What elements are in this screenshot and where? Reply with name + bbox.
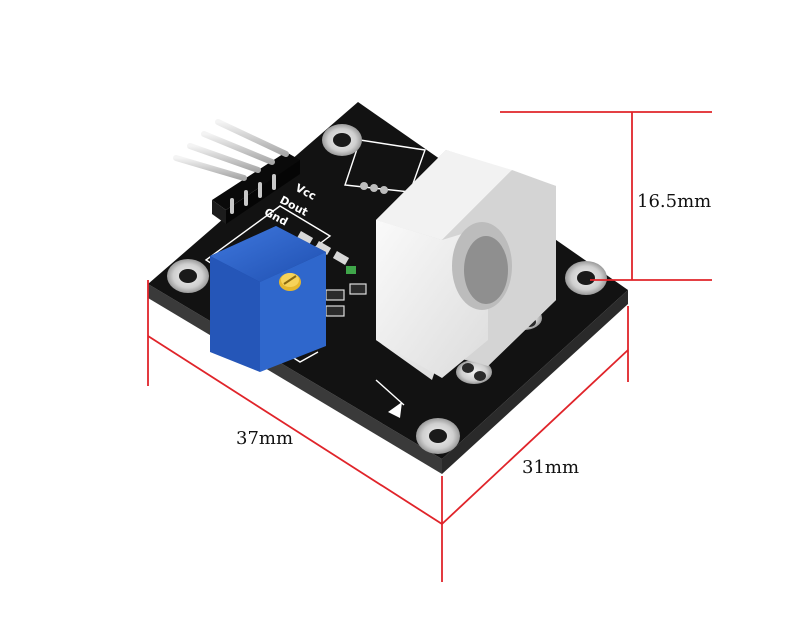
header-pins — [173, 119, 289, 214]
dimension-width-label: 31mm — [522, 457, 580, 478]
dimension-lines — [147, 111, 712, 582]
pcb-edge-right — [442, 290, 628, 474]
smd-components — [296, 231, 367, 317]
arrow-marker-bottom — [388, 402, 402, 418]
pot-top — [210, 226, 326, 282]
dimension-length-label: 37mm — [236, 428, 294, 449]
dim-line-width — [441, 349, 629, 525]
mounting-hole-left — [167, 259, 209, 293]
mounting-hole-top — [322, 124, 362, 156]
mounting-holes — [167, 124, 607, 454]
pot-adjust-screw — [279, 273, 301, 291]
dim-line-length — [147, 335, 443, 525]
trim-potentiometer — [210, 226, 326, 372]
dimension-height-label: 16.5mm — [637, 191, 712, 212]
three-pad-footprint — [360, 182, 388, 194]
header-housing-top — [212, 152, 300, 210]
current-sensor-ring — [376, 150, 556, 380]
mounting-hole-bottom — [416, 418, 460, 454]
led-indicator — [346, 266, 356, 274]
pin-header — [173, 119, 300, 224]
mounting-hole-right — [565, 261, 607, 295]
silk-mark-lower — [375, 379, 405, 406]
ring-top-face — [376, 150, 512, 240]
